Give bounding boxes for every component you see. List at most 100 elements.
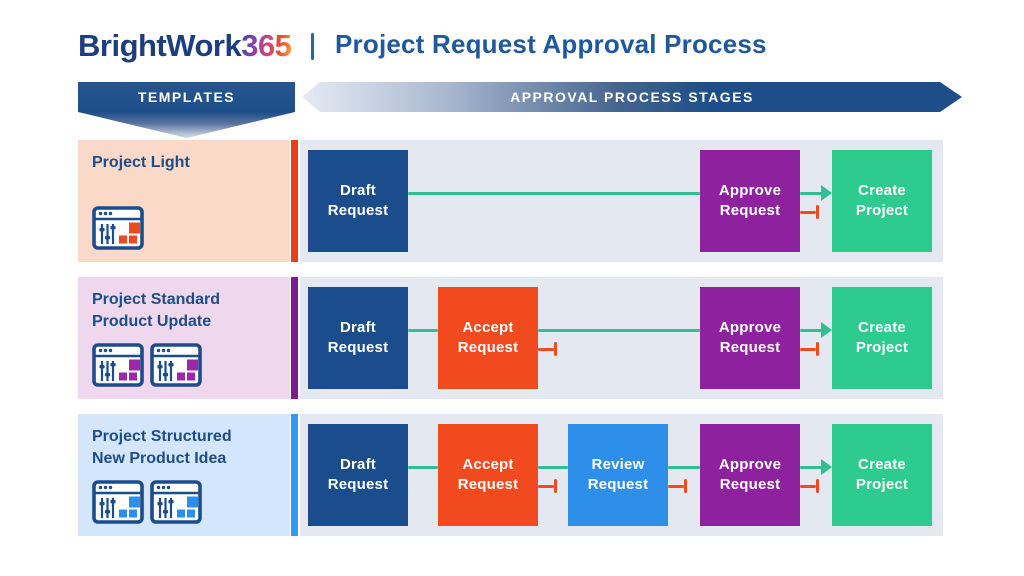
rejected-stop-connector: [668, 479, 687, 493]
arrow-head-icon: [821, 322, 832, 338]
template-name-line1: Project Structured: [92, 428, 232, 445]
template-panel: Project Light: [78, 140, 290, 262]
stage-label-line2: Request: [719, 339, 781, 356]
logo-365: 365: [241, 28, 292, 63]
template-icons: [92, 343, 202, 392]
approval-stages-banner-label: APPROVAL PROCESS STAGES: [510, 89, 754, 105]
stage-create-project: Create Project: [832, 424, 932, 526]
stage-area: Draft Request Accept Request Approve Req…: [300, 277, 943, 399]
rejected-stop-connector: [800, 479, 819, 493]
rejected-stop-connector: [800, 205, 819, 219]
approved-arrow: [800, 322, 832, 339]
rejected-stop-connector: [538, 479, 557, 493]
stage-review-request: Review Request: [568, 424, 668, 526]
approved-connector-line: [538, 329, 700, 332]
stage-label-line2: Project: [855, 339, 909, 356]
templates-banner-label: TEMPLATES: [137, 89, 236, 105]
stage-label-line2: Project: [855, 476, 909, 493]
template-name: Project Standard Product Update: [92, 289, 220, 333]
app-window-icon: [92, 343, 144, 392]
stage-label-line1: Accept: [462, 319, 514, 336]
approved-connector-line: [668, 466, 700, 469]
template-name: Project Structured New Product Idea: [92, 426, 232, 470]
stop-line: [538, 484, 554, 488]
stage-area: Draft Request Accept Request Review Requ…: [300, 414, 943, 536]
stage-label-line1: Approve: [718, 182, 782, 199]
arrow-head-icon: [821, 185, 832, 201]
stage-label-line2: Request: [457, 339, 519, 356]
row-divider-bar: [291, 140, 298, 262]
stage-draft-request: Draft Request: [308, 150, 408, 252]
template-icons: [92, 480, 202, 529]
arrow-shaft: [800, 329, 823, 332]
stage-label-line1: Approve: [718, 319, 782, 336]
row-divider-bar: [291, 414, 298, 536]
stop-endbar: [815, 205, 819, 219]
template-name: Project Light: [92, 152, 190, 174]
stage-label-line2: Request: [587, 476, 649, 493]
template-panel: Project Structured New Product Idea: [78, 414, 290, 536]
template-icons: [92, 206, 144, 255]
app-window-icon: [150, 480, 202, 529]
template-name-line1: Project Standard: [92, 291, 221, 308]
stop-line: [800, 347, 816, 351]
stage-label-line1: Create: [858, 319, 906, 336]
stage-accept-request: Accept Request: [438, 424, 538, 526]
stop-line: [538, 347, 554, 351]
app-window-icon: [92, 480, 144, 529]
stage-label-line2: Request: [719, 202, 781, 219]
stage-label-line2: Project: [855, 202, 909, 219]
app-window-icon: [92, 206, 144, 255]
stage-label-line1: Approve: [718, 456, 782, 473]
templates-banner: TEMPLATES: [78, 82, 295, 112]
approved-arrow: [800, 185, 832, 202]
stop-endbar: [815, 479, 819, 493]
stage-accept-request: Accept Request: [438, 287, 538, 389]
logo-text: BrightWork: [78, 28, 242, 63]
stage-label-line2: Request: [327, 202, 389, 219]
stage-label-line1: Draft: [339, 182, 376, 199]
stop-line: [668, 484, 684, 488]
approved-connector-line: [408, 466, 438, 469]
stage-label-line2: Request: [327, 339, 389, 356]
approved-connector-line: [408, 192, 700, 195]
arrow-shaft: [800, 466, 823, 469]
stage-approve-request: Approve Request: [700, 287, 800, 389]
approved-connector-line: [408, 329, 438, 332]
stage-label-line1: Draft: [339, 319, 376, 336]
brightwork-logo: BrightWork365: [78, 28, 292, 64]
stage-label-line2: Request: [719, 476, 781, 493]
arrow-head-icon: [821, 459, 832, 475]
stage-label-line2: Request: [327, 476, 389, 493]
stage-label-line1: Create: [858, 456, 906, 473]
templates-banner-pointer: [78, 112, 295, 138]
stage-approve-request: Approve Request: [700, 150, 800, 252]
stop-line: [800, 210, 816, 214]
row-divider-bar: [291, 277, 298, 399]
approved-connector-line: [538, 466, 568, 469]
rejected-stop-connector: [538, 342, 557, 356]
stage-area: Draft Request Approve Request Create Pro…: [300, 140, 943, 262]
row-project-structured: Project Structured New Product Idea: [78, 414, 943, 536]
stage-create-project: Create Project: [832, 150, 932, 252]
stage-draft-request: Draft Request: [308, 287, 408, 389]
row-project-light: Project Light Draft Request: [78, 140, 943, 262]
rejected-stop-connector: [800, 342, 819, 356]
template-name-line2: New Product Idea: [92, 450, 227, 467]
stop-endbar: [553, 479, 557, 493]
stop-endbar: [683, 479, 687, 493]
template-name-line1: Project Light: [92, 154, 190, 171]
stop-endbar: [815, 342, 819, 356]
stop-endbar: [553, 342, 557, 356]
stage-draft-request: Draft Request: [308, 424, 408, 526]
app-window-icon: [150, 343, 202, 392]
approval-stages-banner: APPROVAL PROCESS STAGES: [302, 82, 962, 112]
template-panel: Project Standard Product Update: [78, 277, 290, 399]
page-title: Project Request Approval Process: [335, 29, 767, 59]
stage-label-line1: Draft: [339, 456, 376, 473]
stage-approve-request: Approve Request: [700, 424, 800, 526]
row-project-standard: Project Standard Product Update: [78, 277, 943, 399]
stage-label-line2: Request: [457, 476, 519, 493]
stage-create-project: Create Project: [832, 287, 932, 389]
